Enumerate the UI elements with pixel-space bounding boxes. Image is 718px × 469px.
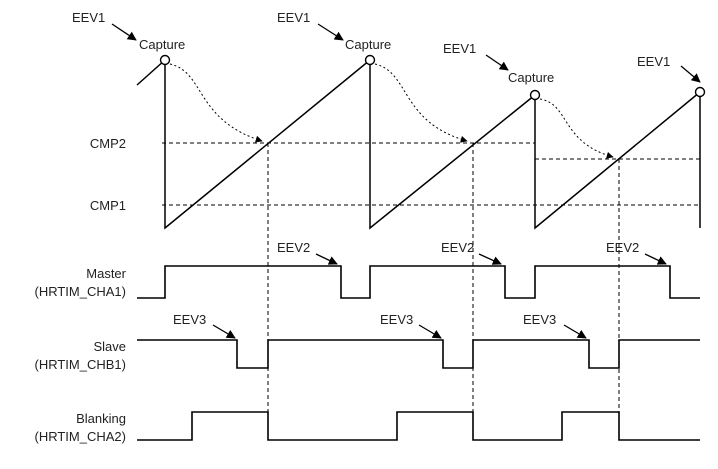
blanking-label: Blanking [76, 411, 126, 426]
eev3-label-3: EEV3 [523, 312, 556, 327]
eev2-label-3: EEV2 [606, 240, 639, 255]
cmp2-level [162, 142, 700, 160]
eev2-label-1: EEV2 [277, 240, 310, 255]
eev1-label-2: EEV1 [277, 10, 310, 25]
cmp2-label: CMP2 [90, 136, 126, 151]
capture-point-3 [529, 89, 541, 101]
cmp1-label: CMP1 [90, 198, 126, 213]
slave-sublabel: (HRTIM_CHB1) [35, 357, 127, 372]
master-sublabel: (HRTIM_CHA1) [35, 284, 127, 299]
capture-label-3: Capture [508, 70, 554, 85]
eev3-label-1: EEV3 [173, 312, 206, 327]
capture-label-2: Capture [345, 37, 391, 52]
capture-point-2 [364, 54, 376, 66]
eev3-label-2: EEV3 [380, 312, 413, 327]
capture-curve-2 [374, 63, 468, 143]
master-label: Master [86, 266, 126, 281]
event-arrows [111, 23, 701, 339]
capture-curve-3 [539, 98, 614, 159]
blanking-waveform [137, 411, 700, 441]
alignment-lines [267, 143, 620, 440]
blanking-sublabel: (HRTIM_CHA2) [35, 429, 127, 444]
eev1-label-1: EEV1 [72, 10, 105, 25]
capture-point-1 [159, 54, 171, 66]
capture-curve-1 [169, 63, 263, 143]
slave-waveform [137, 339, 700, 369]
eev2-label-2: EEV2 [441, 240, 474, 255]
slave-label: Slave [93, 339, 126, 354]
master-waveform [137, 265, 700, 299]
eev1-label-4: EEV1 [637, 54, 670, 69]
counter-sawtooth [136, 58, 701, 230]
capture-point-4 [694, 86, 706, 98]
eev1-label-3: EEV1 [443, 41, 476, 56]
capture-label-1: Capture [139, 37, 185, 52]
